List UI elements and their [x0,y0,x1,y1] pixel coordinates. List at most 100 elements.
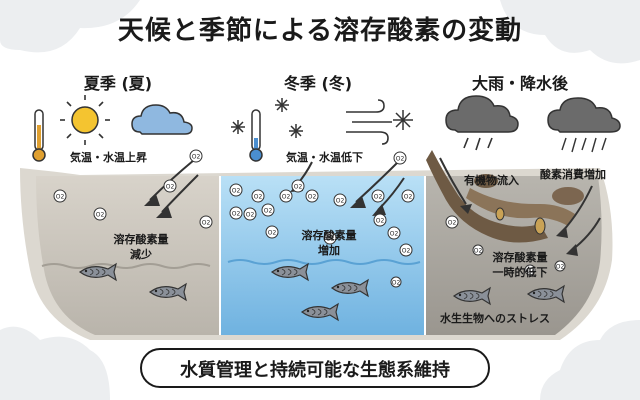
oxygen-bubble: O2 [401,189,415,203]
svg-text:O2: O2 [308,194,317,201]
oxygen-bubble: O2 [524,264,536,276]
footer-banner [140,348,490,388]
fish-icon [330,278,369,298]
fish-icon [526,284,565,304]
summer-condition: 気温・水温上昇 [70,151,147,164]
snowflake-icon [275,98,289,112]
rain-inflow-label: 有機物流入 [464,174,519,187]
oxygen-bubble: O2 [243,207,257,221]
winter-heading: 冬季 (冬) [283,74,353,93]
svg-text:O2: O2 [326,236,335,243]
oxygen-bubble: O2 [554,260,566,272]
summer-oxygen-label: 溶存酸素量 減少 [113,233,169,261]
footer-text: 水質管理と持続可能な生態系維持 [180,360,450,381]
water-wave [227,259,421,265]
rain-stress-label: 水生生物へのストレス [440,312,550,325]
svg-text:O2: O2 [526,268,535,275]
svg-text:O2: O2 [336,198,345,205]
rain-consumption-label: 酸素消費増加 [540,168,606,181]
arrow-head [350,196,366,208]
oxygen-bubble: O2 [291,179,305,193]
svg-text:O2: O2 [392,280,401,287]
svg-text:O2: O2 [282,194,291,201]
oxygen-bubble: O2 [305,189,319,203]
svg-text:O2: O2 [474,248,483,255]
oxygen-bubble: O2 [229,206,243,220]
oxygen-bubble: O2 [390,276,402,288]
winter-condition: 気温・水温低下 [286,151,363,164]
oxygen-bubble: O2 [445,215,459,229]
svg-text:O2: O2 [396,156,405,163]
organic-inflow-2 [466,188,575,226]
svg-text:O2: O2 [376,218,385,225]
svg-text:O2: O2 [556,264,565,271]
svg-text:O2: O2 [404,194,413,201]
svg-text:O2: O2 [232,211,241,218]
arrow-head [156,206,172,218]
bacteria-icon [495,207,546,235]
svg-text:O2: O2 [254,194,263,201]
svg-text:O2: O2 [448,220,457,227]
sediment [552,187,584,205]
arrow-head [144,194,160,206]
svg-text:O2: O2 [390,231,399,238]
svg-text:O2: O2 [402,248,411,255]
oxygen-bubble: O2 [323,231,337,245]
oxygen-bubble: O2 [189,149,203,163]
snowflake-icon [393,110,413,130]
thermometer-hot-icon [32,109,46,162]
snowflake-icon [231,120,245,134]
arrow-head [566,244,578,256]
snowflake-icon [289,124,303,138]
organic-inflow [426,150,548,243]
oxygen-bubble: O2 [371,189,385,203]
oxygen-bubble: O2 [399,243,413,257]
oxygen-bubble: O2 [93,207,107,221]
oxygen-bubble: O2 [472,244,484,256]
page-title: 天候と季節による溶存酸素の変動 [117,16,523,46]
fish-icon [300,302,339,322]
arrow-head [556,226,568,238]
fish-icon [78,262,117,282]
oxygen-bubble: O2 [251,189,265,203]
rain-cloud-icon [547,97,621,153]
fish-icon [148,282,187,302]
svg-text:O2: O2 [264,208,273,215]
fish-layer [78,262,565,322]
rain-oxygen-label: 溶存酸素量 一時的低下 [492,251,548,279]
sun-icon [60,95,110,145]
oxygen-bubble: O2 [53,189,67,203]
svg-text:O2: O2 [232,188,241,195]
oxygen-bubble: O2 [163,179,177,193]
oxygen-bubble: O2 [199,215,213,229]
oxygen-bubble: O2 [261,203,275,217]
thermometer-cold-icon [249,109,263,162]
svg-text:O2: O2 [166,184,175,191]
water-wave [41,263,211,269]
svg-text:O2: O2 [294,184,303,191]
oxygen-bubble: O2 [279,189,293,203]
winter-oxygen-label: 溶存酸素量 増加 [301,229,357,257]
svg-text:O2: O2 [246,212,255,219]
oxygen-bubble: O2 [387,226,401,240]
fish-icon [270,262,309,282]
fish-icon [452,286,491,306]
oxygen-bubble: O2 [229,183,243,197]
cloud-icon [131,104,193,135]
sediment [474,174,498,188]
oxygen-bubble: O2 [265,225,279,239]
wind-icon [346,99,392,145]
arrow-head [460,204,472,214]
arrow-head [372,204,386,216]
svg-text:O2: O2 [374,194,383,201]
rain-heading: 大雨・降水後 [471,74,568,93]
oxygen-bubble: O2 [373,213,387,227]
svg-text:O2: O2 [56,194,65,201]
rain-cloud-icon [445,95,519,151]
oxygen-bubble: O2 [393,151,407,165]
summer-heading: 夏季 (夏) [83,74,153,93]
oxygen-bubble: O2 [333,193,347,207]
